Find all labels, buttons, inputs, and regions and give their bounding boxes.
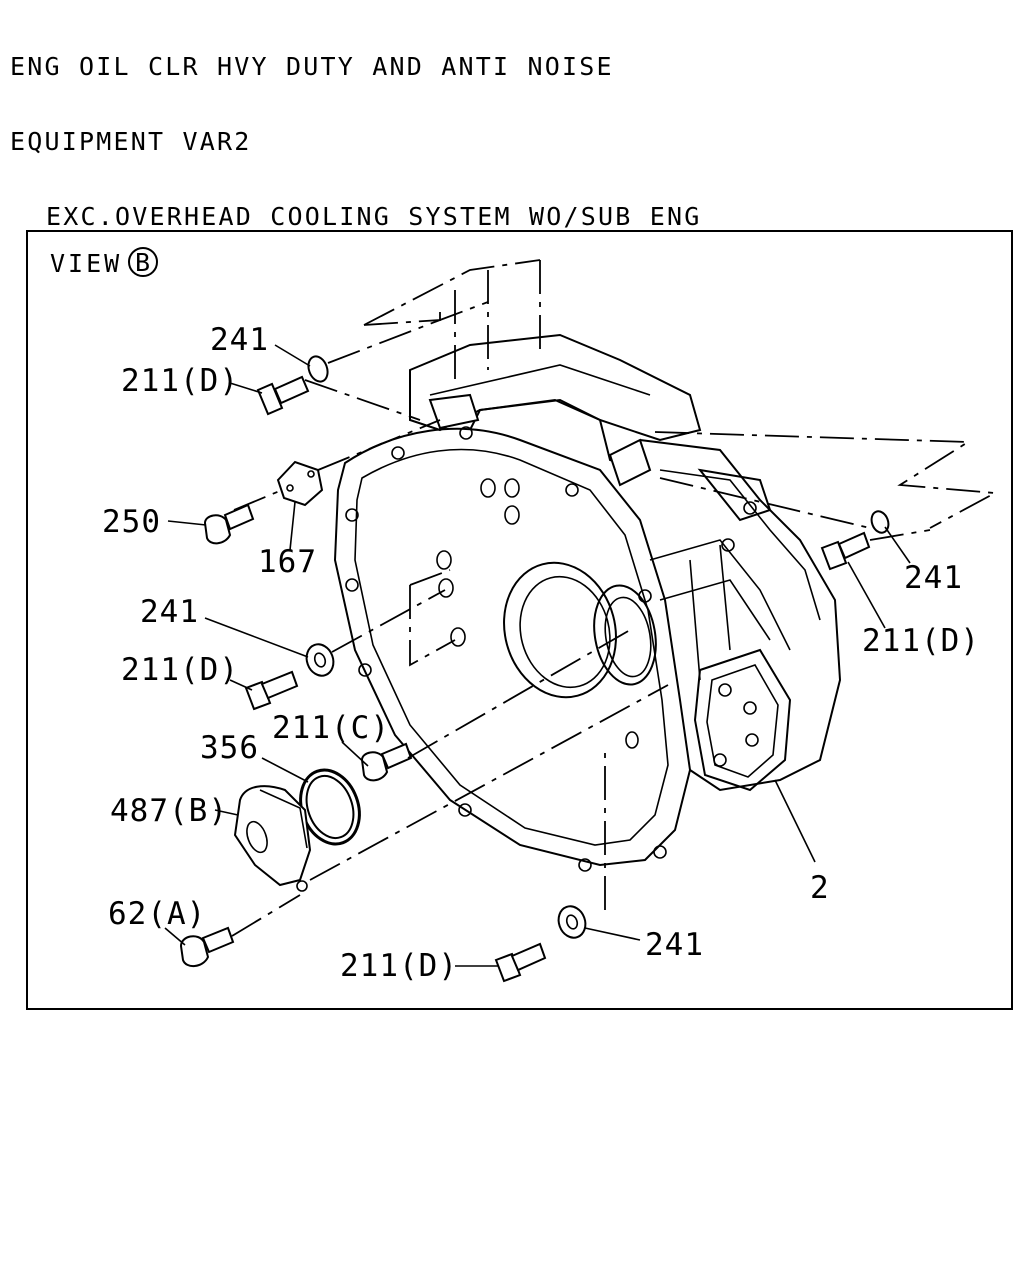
diagram-title: ENG OIL CLR HVY DUTY AND ANTI NOISE EQUI… bbox=[10, 4, 702, 254]
callout-487b: 487(B) bbox=[110, 793, 228, 829]
bolt-250 bbox=[203, 503, 255, 545]
callout-241-top: 241 bbox=[210, 322, 269, 358]
view-marker-letter: B bbox=[135, 248, 150, 277]
title-line-1: ENG OIL CLR HVY DUTY AND ANTI NOISE bbox=[10, 52, 614, 81]
view-marker-circle bbox=[128, 247, 158, 277]
bolt-211c bbox=[360, 742, 413, 782]
bolt-211d-top bbox=[256, 375, 310, 416]
bolt-62a bbox=[179, 926, 235, 967]
assembly-lines bbox=[231, 259, 999, 937]
callout-211d-bottom: 211(D) bbox=[340, 948, 458, 984]
bolt-211d-bottom bbox=[494, 942, 547, 983]
callout-211c: 211(C) bbox=[272, 710, 390, 746]
washer-241-top bbox=[307, 355, 329, 383]
callout-356: 356 bbox=[200, 730, 259, 766]
title-line-2: EQUIPMENT VAR2 bbox=[10, 127, 252, 156]
cover-487b bbox=[233, 785, 312, 892]
callout-211d-mid: 211(D) bbox=[121, 652, 239, 688]
callout-62a: 62(A) bbox=[108, 896, 206, 932]
washer-241-right bbox=[870, 510, 890, 534]
view-label: VIEW bbox=[50, 249, 122, 278]
leader-lines bbox=[164, 344, 911, 967]
title-line-3: EXC.OVERHEAD COOLING SYSTEM WO/SUB ENG bbox=[46, 202, 702, 231]
callout-211d-right: 211(D) bbox=[862, 623, 980, 659]
gasket-167 bbox=[276, 460, 324, 507]
washer-241-mid bbox=[305, 643, 335, 677]
washer-241-bottom bbox=[557, 905, 587, 939]
bolt-211d-mid bbox=[244, 670, 299, 711]
diagram-frame bbox=[26, 230, 1013, 1010]
callout-250: 250 bbox=[102, 504, 161, 540]
callout-211d-top: 211(D) bbox=[121, 363, 239, 399]
callout-167: 167 bbox=[258, 544, 317, 580]
bolt-211d-right bbox=[820, 531, 871, 571]
callout-241-bottom: 241 bbox=[645, 927, 704, 963]
callout-241-right: 241 bbox=[904, 560, 963, 596]
callout-241-mid: 241 bbox=[140, 594, 199, 630]
callout-2: 2 bbox=[810, 870, 830, 906]
